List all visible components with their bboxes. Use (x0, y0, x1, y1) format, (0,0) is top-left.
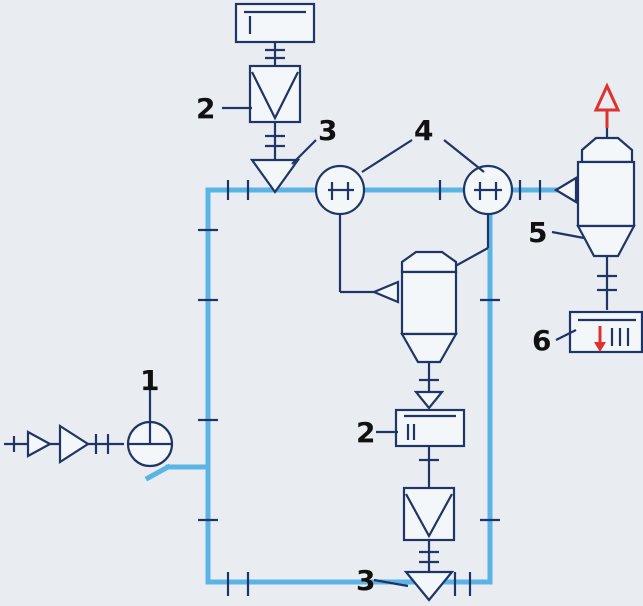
label-2-top: 2 (196, 92, 215, 125)
pipe-ticks (198, 180, 542, 596)
circle-valve-icon (429, 164, 514, 281)
main-pipe-loop (144, 187, 563, 585)
leader-lines (148, 106, 585, 588)
label-3-top: 3 (318, 114, 337, 147)
circle-valve-icon (314, 164, 385, 294)
cyclone-separator-icon (553, 110, 636, 310)
filter-triangle-icon (402, 486, 456, 602)
tank-icon (568, 310, 643, 354)
circle-valve-icon (126, 420, 174, 468)
label-1: 1 (140, 364, 159, 397)
filter-triangle-icon (248, 64, 302, 194)
cyclone-separator-icon (371, 250, 458, 410)
tank-icon (234, 2, 316, 66)
exhaust-arrow-icon (593, 82, 621, 128)
label-5: 5 (528, 216, 547, 249)
label-6: 6 (532, 324, 551, 357)
label-3-bottom: 3 (356, 564, 375, 597)
tank-icon (394, 408, 466, 488)
label-4: 4 (414, 114, 433, 147)
inlet-line (4, 423, 124, 465)
label-2-middle: 2 (356, 416, 375, 449)
